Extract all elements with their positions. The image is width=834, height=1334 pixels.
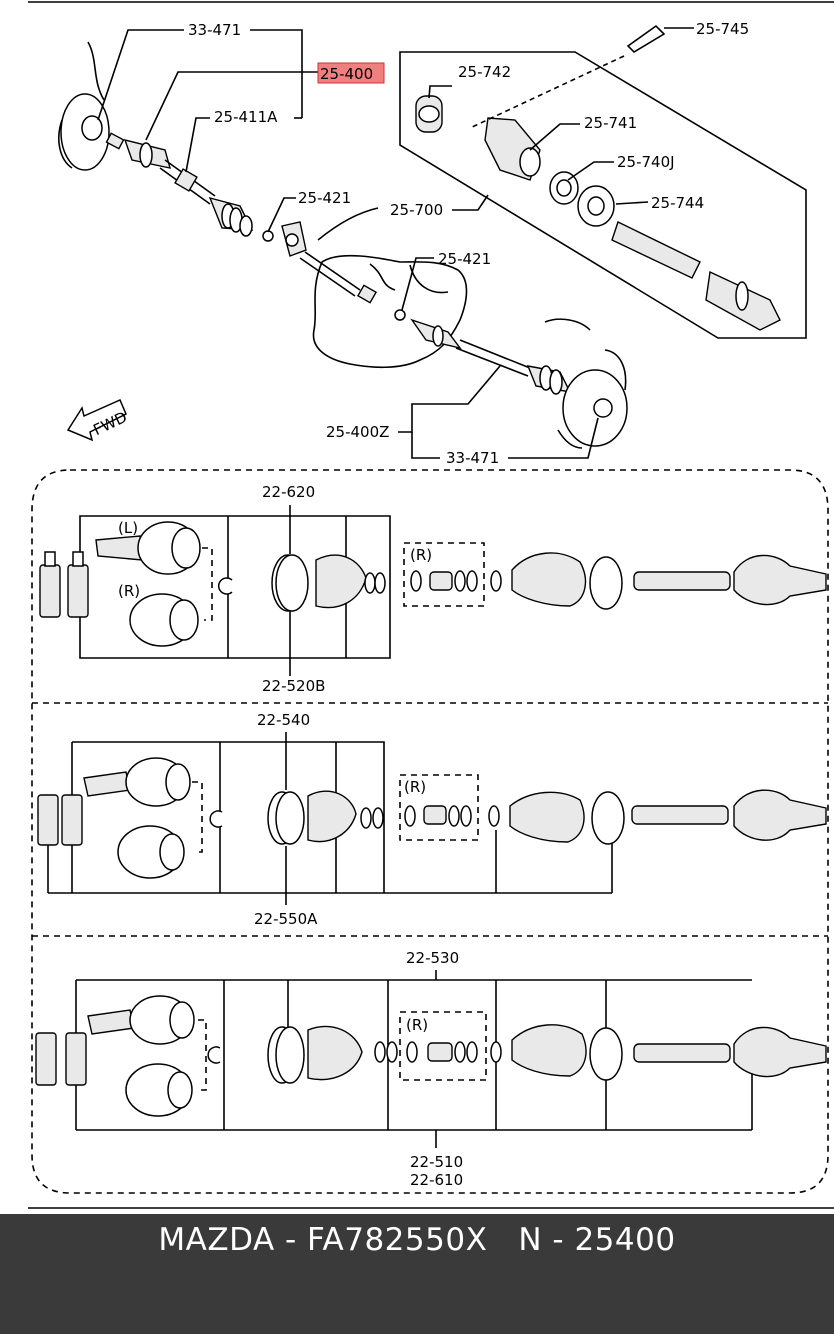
snap-ring-left [262,230,274,242]
label-25-740j[interactable]: 25-740J [617,153,675,171]
panel-1-assembly [39,505,827,676]
bolt-dashline [469,55,625,129]
bolt-25-745 [626,24,666,54]
panel-3-assembly [35,970,827,1148]
label-25-742[interactable]: 25-742 [458,63,511,81]
left-hub-knuckle [58,41,110,171]
label-22-540[interactable]: 22-540 [257,711,310,729]
label-25-744[interactable]: 25-744 [651,194,704,212]
label-r-panel-3: (R) [406,1016,428,1034]
label-22-510[interactable]: 22-510 [410,1153,463,1171]
detail-box [399,51,807,339]
label-22-520b[interactable]: 22-520B [262,677,325,695]
snap-ring-right [394,309,406,321]
case-detail [369,263,396,291]
label-22-620[interactable]: 22-620 [262,483,315,501]
label-25-400z[interactable]: 25-400Z [326,423,389,441]
label-r-panel-1: (R) [410,546,432,564]
parts-diagram: FWD 33-471 25-400 25 [28,1,834,1209]
label-25-400[interactable]: 25-400 [320,65,373,83]
label-25-741[interactable]: 25-741 [584,114,637,132]
label-25-745[interactable]: 25-745 [696,20,749,38]
footer-bar [0,1214,834,1334]
label-right-side: (R) [118,582,140,600]
center-bearing-support [281,221,378,304]
panel-2-assembly [37,732,827,905]
detail-parts [415,95,781,331]
label-22-550a[interactable]: 22-550A [254,910,318,928]
left-drive-shaft [105,132,254,237]
label-22-610[interactable]: 22-610 [410,1171,463,1189]
label-r-panel-2: (R) [404,778,426,796]
case-detail-2 [409,264,449,294]
label-33-471-top: 33-471 [188,21,241,39]
label-33-471-bottom[interactable]: 33-471 [446,449,499,467]
right-hub-knuckle [544,318,628,449]
label-left-side: (L) [118,519,138,537]
label-25-421-a[interactable]: 25-421 [298,189,351,207]
top-leader-lines [97,27,694,459]
right-drive-shaft [410,318,591,405]
highlight-25-400 [317,62,385,84]
label-22-530[interactable]: 22-530 [406,949,459,967]
part-number-caption: MAZDA - FA782550X N - 25400 [158,1222,676,1258]
label-25-421-b[interactable]: 25-421 [438,250,491,268]
label-25-411a[interactable]: 25-411A [214,108,278,126]
transmission-case [312,254,468,369]
label-25-700[interactable]: 25-700 [390,201,443,219]
lower-assembly-frame [31,469,829,1194]
forward-arrow-icon: FWD [66,399,130,442]
rod-bar [317,207,379,241]
